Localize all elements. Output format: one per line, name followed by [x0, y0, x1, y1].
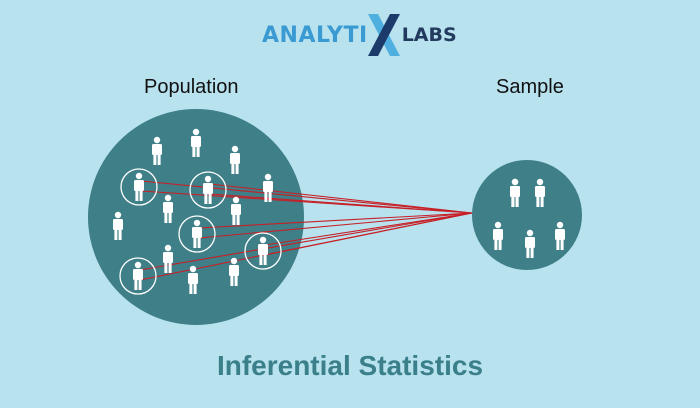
population-person-icon: [229, 257, 239, 286]
sample-person-icon: [510, 178, 520, 207]
selected-person-icon: [134, 172, 144, 201]
selection-ring: [178, 215, 216, 253]
sampling-link-line: [139, 212, 473, 271]
sample-person-icon: [493, 221, 503, 250]
selected-person-icon: [133, 261, 143, 290]
sample-person-icon: [535, 178, 545, 207]
selection-ring: [119, 257, 157, 295]
selection-rings: [119, 168, 282, 295]
sampling-link-line: [209, 193, 473, 214]
sample-heading: Sample: [496, 76, 564, 98]
sampling-links: [139, 180, 473, 281]
selection-ring: [244, 232, 282, 270]
selected-person-icon: [203, 175, 213, 204]
sample-person-icon: [525, 229, 535, 258]
logo-x-mark: [367, 14, 400, 56]
sampling-link-line: [198, 212, 473, 239]
population-person-icon: [163, 244, 173, 273]
population-heading: Population: [144, 76, 239, 98]
sampling-link-line: [140, 180, 473, 214]
sample-person-icon: [555, 221, 565, 250]
sampling-link-line: [264, 212, 473, 246]
diagram-caption: Inferential Statistics: [216, 350, 484, 381]
population-person-icon: [263, 173, 273, 202]
person-figures: [113, 128, 565, 294]
population-person-icon: [188, 265, 198, 294]
population-person-icon: [163, 194, 173, 223]
population-person-icon: [230, 145, 240, 174]
logo-word: ANALYTI: [262, 22, 368, 48]
analytixlabs-logo: ANALYTI LABS: [262, 14, 457, 56]
population-person-icon: [113, 211, 123, 240]
selected-person-icon: [258, 236, 268, 265]
sampling-link-line: [209, 183, 473, 214]
selection-ring: [120, 168, 158, 206]
population-person-icon: [231, 196, 241, 225]
selected-person-icon: [192, 219, 202, 248]
selection-ring: [189, 171, 227, 209]
population-person-icon: [152, 136, 162, 165]
population-person-icon: [191, 128, 201, 157]
sampling-link-line: [198, 212, 473, 229]
logo-suffix: LABS: [401, 24, 457, 46]
